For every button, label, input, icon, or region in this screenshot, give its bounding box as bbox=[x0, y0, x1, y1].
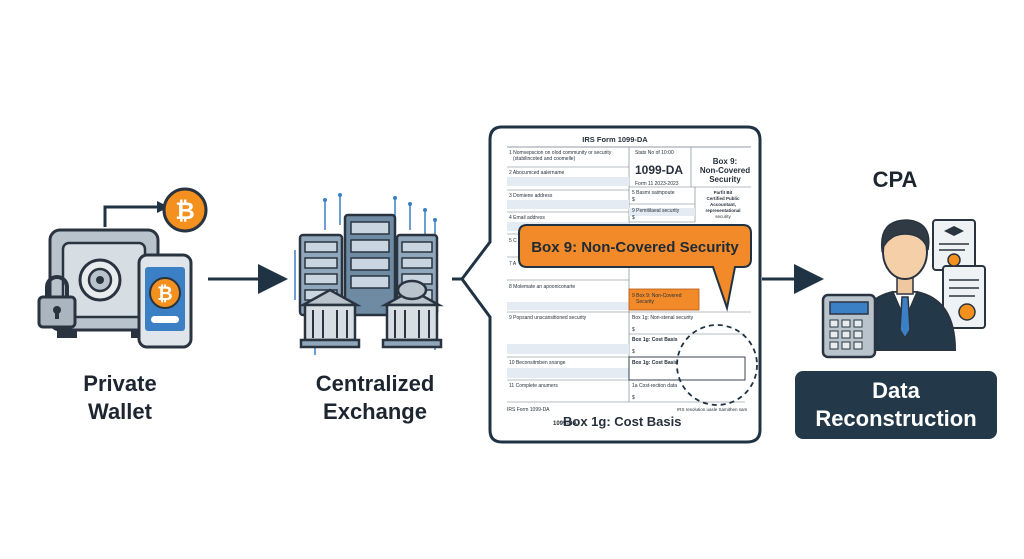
footer-left: IRS Form 1099-DA bbox=[507, 407, 550, 413]
form-omb: Stats No of 10:00 bbox=[635, 150, 674, 156]
side-note-4: representational bbox=[705, 208, 740, 213]
data-reconstruction-box: Data Reconstruction bbox=[795, 371, 997, 439]
svg-text:₿: ₿ bbox=[175, 197, 195, 225]
box9-highlight bbox=[628, 288, 700, 311]
cost-basis-label: Box 1g: Cost Basis bbox=[563, 414, 681, 429]
left-row-5: 5 C bbox=[509, 238, 517, 244]
data-reconstruction-line2: Reconstruction bbox=[815, 406, 977, 431]
left-row-1: 1 Nomvepscion on olod community or secur… bbox=[509, 150, 612, 156]
svg-text:₿: ₿ bbox=[157, 283, 172, 305]
private-wallet-label: Private Wallet bbox=[55, 370, 185, 426]
footer-center: 1099-DA bbox=[553, 421, 578, 427]
private-wallet-line1: Private bbox=[83, 371, 157, 396]
right-row-6: Box 1g: Cost Basis bbox=[632, 360, 678, 366]
left-row-1-sub: (stabilincoted and coomelle) bbox=[513, 156, 576, 162]
right-row-7-sub: $ bbox=[632, 395, 635, 401]
left-row-10: 10 Beconsitmben snange bbox=[509, 360, 566, 366]
right-row-5: Box 1g: Cost Basis bbox=[632, 337, 678, 343]
left-row-8: 8 Molemate an apooniconarte bbox=[509, 284, 575, 290]
cpa-title: CPA bbox=[872, 167, 918, 192]
footer-right: IRS resolution uasle Samithen sam bbox=[677, 407, 748, 412]
box9-corner-2: Non-Covered bbox=[700, 166, 750, 175]
right-row-5-sub: $ bbox=[632, 349, 635, 355]
box9-callout-text: Box 9: Non-Covered Security bbox=[531, 239, 739, 256]
form-header: IRS Form 1099-DA bbox=[582, 135, 648, 144]
left-row-7: 7 A bbox=[509, 261, 517, 267]
exchange-label: Centralized Exchange bbox=[295, 370, 455, 426]
exchange-icon bbox=[294, 193, 444, 355]
right-row-4: Box 1g: Non-stenal security bbox=[632, 315, 694, 321]
private-wallet-line2: Wallet bbox=[88, 399, 152, 424]
right-row-3: 9 Box 9: Non-Covered bbox=[632, 293, 682, 299]
right-row-7: 1a Cost-rection data bbox=[632, 383, 677, 389]
right-row-1: 5 Basmi saimpoute bbox=[632, 190, 675, 196]
data-reconstruction-line1: Data bbox=[872, 378, 920, 403]
left-row-11: 11 Complete anumers bbox=[509, 383, 558, 389]
box9-corner-1: Box 9: bbox=[713, 157, 737, 166]
form-name: 1099-DA bbox=[635, 163, 683, 177]
exchange-line2: Exchange bbox=[323, 399, 427, 424]
right-row-3-sub: Security bbox=[636, 299, 655, 305]
left-row-4: 4 Email address bbox=[509, 215, 545, 221]
form-year: Form 11 2023-2023 bbox=[635, 181, 679, 187]
exchange-line1: Centralized bbox=[315, 371, 435, 396]
box9-callout bbox=[518, 224, 752, 312]
box9-corner-3: Security bbox=[709, 175, 741, 184]
cpa-icon bbox=[821, 219, 986, 359]
private-wallet-icon: ₿ ₿ bbox=[37, 187, 208, 349]
side-note-3: Accountant, bbox=[710, 202, 736, 207]
side-note-1: Parfit Bit bbox=[714, 190, 733, 195]
left-row-3: 3 Domiene address bbox=[509, 193, 553, 199]
right-row-4-sub: $ bbox=[632, 327, 635, 333]
left-row-2: 2 Abocumced aalername bbox=[509, 170, 565, 176]
right-row-2-sub: $ bbox=[632, 215, 635, 221]
side-note-5: security bbox=[715, 214, 731, 219]
right-row-1-sub: $ bbox=[632, 197, 635, 203]
form-1099-da: IRS Form 1099-DA 1 Nomvepscion on olod c… bbox=[460, 125, 762, 444]
left-row-9: 9 Popsand unscansitioned security bbox=[509, 315, 587, 321]
side-note-2: Certified Public bbox=[706, 196, 740, 201]
right-row-2: 9 Pemitilaeal security bbox=[632, 208, 680, 214]
cost-basis-magnifier bbox=[676, 324, 758, 406]
